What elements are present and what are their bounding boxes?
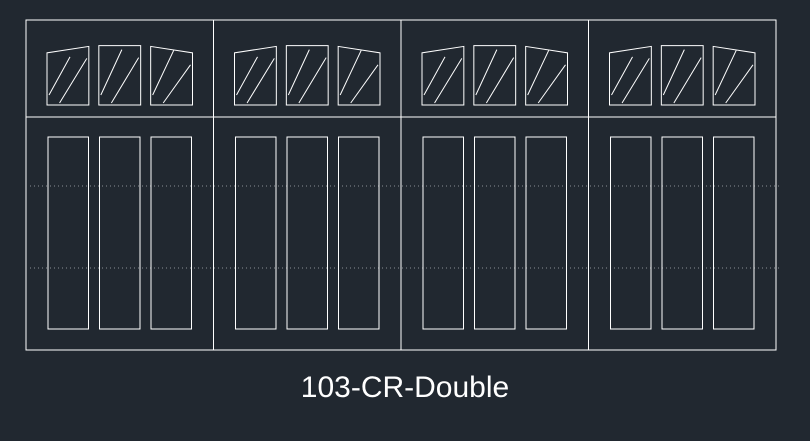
window (285, 45, 329, 106)
window-pane (421, 45, 465, 106)
window-pane (46, 45, 90, 106)
door-section (421, 45, 568, 330)
glass-hatch (48, 56, 71, 96)
window (660, 45, 704, 106)
recessed-panel (525, 136, 567, 330)
glass-hatch (673, 57, 702, 104)
window (234, 45, 277, 106)
glass-hatch (339, 50, 362, 96)
window-pane (150, 45, 193, 106)
recessed-panel (661, 136, 703, 330)
window (337, 45, 381, 106)
glass-hatch (662, 49, 685, 96)
window-pane (609, 45, 652, 106)
window (473, 45, 517, 106)
glass-hatch (246, 58, 275, 104)
glass-hatch (714, 50, 737, 96)
door-frame (25, 19, 777, 351)
door-sections (46, 45, 756, 330)
recessed-panel (610, 136, 652, 330)
glass-hatch (110, 57, 140, 104)
glass-hatch (475, 49, 498, 96)
glass-hatch (287, 49, 310, 96)
window (150, 45, 193, 106)
window-pane (234, 45, 277, 106)
glass-hatch (485, 57, 515, 104)
window-pane (285, 45, 329, 106)
recessed-panel (338, 136, 380, 330)
window (46, 45, 90, 106)
glass-hatch (350, 64, 379, 104)
window (712, 45, 756, 106)
drawing-caption: 103-CR-Double (300, 371, 510, 404)
window-pane (660, 45, 704, 106)
glass-hatch (298, 57, 327, 104)
recessed-panel (422, 136, 464, 330)
glass-hatch (611, 56, 633, 96)
window-pane (712, 45, 756, 106)
window-pane (98, 45, 142, 106)
window (609, 45, 652, 106)
recessed-panel (47, 136, 89, 330)
glass-hatch (236, 56, 258, 96)
recessed-panel (235, 136, 277, 330)
guide-lines (30, 185, 780, 269)
glass-hatch (152, 50, 175, 96)
door-section (609, 45, 756, 330)
window-pane (473, 45, 517, 106)
window (421, 45, 465, 106)
recessed-panel (474, 136, 516, 330)
recessed-panel (286, 136, 328, 330)
glass-hatch (621, 58, 650, 104)
door-section (46, 45, 193, 330)
door-section (234, 45, 381, 330)
glass-hatch (527, 50, 550, 96)
window-pane (525, 45, 568, 106)
glass-hatch (162, 64, 191, 104)
glass-hatch (725, 64, 754, 104)
glass-hatch (423, 56, 446, 96)
glass-hatch (537, 64, 566, 104)
recessed-panel (713, 136, 755, 330)
glass-hatch (100, 49, 123, 96)
recessed-panel (99, 136, 141, 330)
recessed-panel (150, 136, 192, 330)
window (525, 45, 568, 106)
window-pane (337, 45, 381, 106)
glass-hatch (434, 58, 463, 104)
glass-hatch (59, 58, 88, 104)
window (98, 45, 142, 106)
